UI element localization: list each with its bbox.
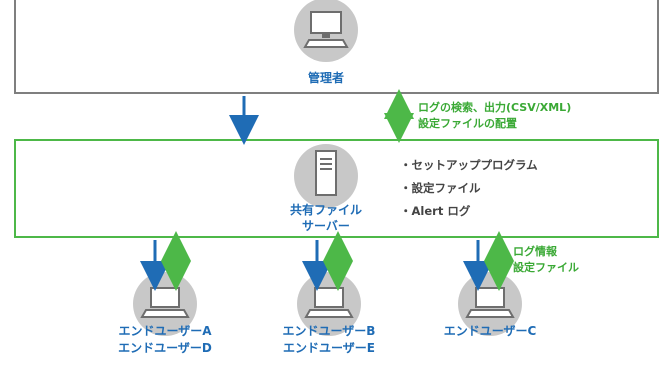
user-label-e: エンドユーザーE (283, 341, 375, 355)
admin-link-label-1: ログの検索、出力(CSV/XML) (418, 101, 572, 114)
user-label-d: エンドユーザーD (118, 341, 212, 355)
user-label-c: エンドユーザーC (443, 324, 537, 338)
list-item: ・セットアッププログラム (400, 158, 538, 172)
admin-computer-icon (294, 0, 358, 62)
client-link-label-2: 設定ファイル (513, 261, 579, 274)
server-tower-icon (315, 150, 337, 196)
server-label-2: サーバー (302, 219, 350, 233)
user-label-b: エンドユーザーB (282, 324, 376, 338)
server-contents-list: ・セットアッププログラム ・設定ファイル ・Alert ログ (400, 154, 538, 223)
client-link-label-1: ログ情報 (513, 245, 557, 258)
user-label-a: エンドユーザーA (118, 324, 212, 338)
admin-label: 管理者 (307, 71, 344, 85)
list-item: ・設定ファイル (400, 181, 481, 195)
list-item: ・Alert ログ (400, 204, 471, 218)
server-icon-bg (294, 144, 358, 208)
server-label-1: 共有ファイル (289, 203, 362, 217)
admin-link-label-2: 設定ファイルの配置 (418, 117, 517, 130)
